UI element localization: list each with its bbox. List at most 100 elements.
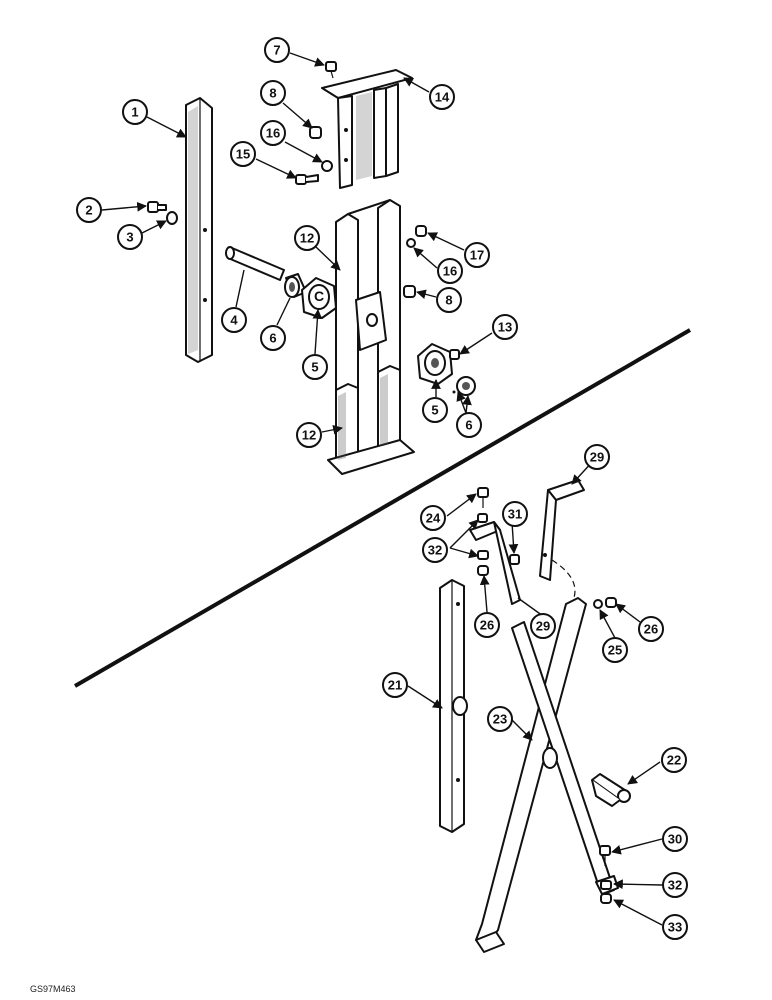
svg-text:29: 29 xyxy=(590,450,604,465)
callout-24: 24 xyxy=(420,505,446,531)
part-24-bolt xyxy=(477,487,489,508)
svg-text:32: 32 xyxy=(668,878,682,893)
svg-text:24: 24 xyxy=(426,511,441,526)
section-divider xyxy=(73,328,692,688)
svg-text:6: 6 xyxy=(465,418,472,433)
svg-text:15: 15 xyxy=(236,147,250,162)
svg-text:31: 31 xyxy=(508,507,522,522)
callout-8-upper: 8 xyxy=(260,80,286,106)
part-32-nut-upper-b xyxy=(477,550,489,560)
part-6-bushing-upper xyxy=(284,273,307,298)
part-3-washer xyxy=(166,211,178,225)
svg-text:5: 5 xyxy=(431,403,438,418)
svg-text:2: 2 xyxy=(85,203,92,218)
part-8-nut-upper xyxy=(309,126,322,139)
callout-26-left: 26 xyxy=(474,612,500,638)
part-12-frame xyxy=(327,199,415,475)
svg-text:29: 29 xyxy=(536,619,550,634)
svg-text:21: 21 xyxy=(388,678,402,693)
callout-30: 30 xyxy=(662,826,688,852)
callout-1: 1 xyxy=(122,99,148,125)
callout-32-lower: 32 xyxy=(662,872,688,898)
svg-text:1: 1 xyxy=(131,105,138,120)
svg-text:30: 30 xyxy=(668,832,682,847)
part-14-top-mount xyxy=(321,69,413,189)
part-23-x-brace xyxy=(475,597,619,953)
svg-text:33: 33 xyxy=(668,920,682,935)
callout-17: 17 xyxy=(464,242,490,268)
svg-text:25: 25 xyxy=(608,643,622,658)
callout-32-upper: 32 xyxy=(422,537,448,563)
part-8-nut-lower xyxy=(403,285,416,298)
svg-text:26: 26 xyxy=(480,618,494,633)
part-32-nut-lower xyxy=(600,880,612,890)
svg-text:4: 4 xyxy=(230,313,238,328)
part-32-nut-upper-a xyxy=(477,513,488,523)
callout-4: 4 xyxy=(221,307,247,333)
part-30-bolt xyxy=(599,845,611,866)
callout-2: 2 xyxy=(76,197,102,223)
part-5-flange-bearing-upper: C xyxy=(301,277,337,319)
callout-23: 23 xyxy=(487,706,513,732)
callout-13: 13 xyxy=(492,314,518,340)
callout-12-upper: 12 xyxy=(294,225,320,251)
callout-14: 14 xyxy=(429,84,455,110)
callout-26-right: 26 xyxy=(638,616,664,642)
callout-16-upper: 16 xyxy=(260,120,286,146)
svg-text:13: 13 xyxy=(498,320,512,335)
svg-text:12: 12 xyxy=(302,428,316,443)
leader-lines xyxy=(101,52,663,926)
callout-25: 25 xyxy=(602,637,628,663)
svg-text:C: C xyxy=(314,288,324,304)
svg-text:3: 3 xyxy=(126,230,133,245)
svg-text:32: 32 xyxy=(428,543,442,558)
part-2-bolt xyxy=(147,201,167,213)
callout-31: 31 xyxy=(502,501,528,527)
part-26-nut-right xyxy=(605,597,617,608)
part-29-bracket-right xyxy=(539,479,585,581)
part-16-washer-lower xyxy=(406,238,416,248)
svg-text:16: 16 xyxy=(266,126,280,141)
part-15-bolt xyxy=(295,174,319,185)
part-33-nut xyxy=(600,893,612,904)
callout-8-lower: 8 xyxy=(436,287,462,313)
part-21-side-channel xyxy=(439,579,468,833)
callout-12-lower: 12 xyxy=(296,422,322,448)
part-13-bolt xyxy=(449,349,460,360)
callout-21: 21 xyxy=(382,672,408,698)
callout-16-lower: 16 xyxy=(437,258,463,284)
callout-29-upper: 29 xyxy=(584,444,610,470)
part-31-bolt xyxy=(509,554,520,565)
part-26-nut-left xyxy=(477,565,489,576)
part-25-washer xyxy=(593,599,603,609)
callout-15: 15 xyxy=(230,141,256,167)
svg-text:17: 17 xyxy=(470,248,484,263)
callout-29-lower: 29 xyxy=(530,613,556,639)
part-5-flange-bearing-lower xyxy=(417,343,453,385)
svg-text:16: 16 xyxy=(443,264,457,279)
svg-text:23: 23 xyxy=(493,712,507,727)
callout-22: 22 xyxy=(661,747,687,773)
part-16-washer-upper xyxy=(321,160,333,172)
svg-text:7: 7 xyxy=(273,43,280,58)
svg-text:6: 6 xyxy=(269,331,276,346)
callout-6-lower: 6 xyxy=(456,412,482,438)
callout-5-upper: 5 xyxy=(302,354,328,380)
part-4-pin xyxy=(225,246,285,281)
part-6-collar-lower xyxy=(452,376,476,396)
part-22-pin xyxy=(591,773,631,807)
callout-5-lower: 5 xyxy=(422,397,448,423)
svg-text:14: 14 xyxy=(435,90,450,105)
callout-33: 33 xyxy=(662,914,688,940)
drawing-code: GS97M463 xyxy=(30,984,76,994)
part-7-bolt xyxy=(325,61,337,79)
svg-text:26: 26 xyxy=(644,622,658,637)
svg-text:5: 5 xyxy=(311,360,318,375)
part-17-nut xyxy=(415,225,427,237)
svg-text:22: 22 xyxy=(667,753,681,768)
svg-text:8: 8 xyxy=(269,86,276,101)
part-1-side-channel xyxy=(185,97,213,363)
callout-6-upper: 6 xyxy=(260,325,286,351)
callout-3: 3 xyxy=(117,224,143,250)
